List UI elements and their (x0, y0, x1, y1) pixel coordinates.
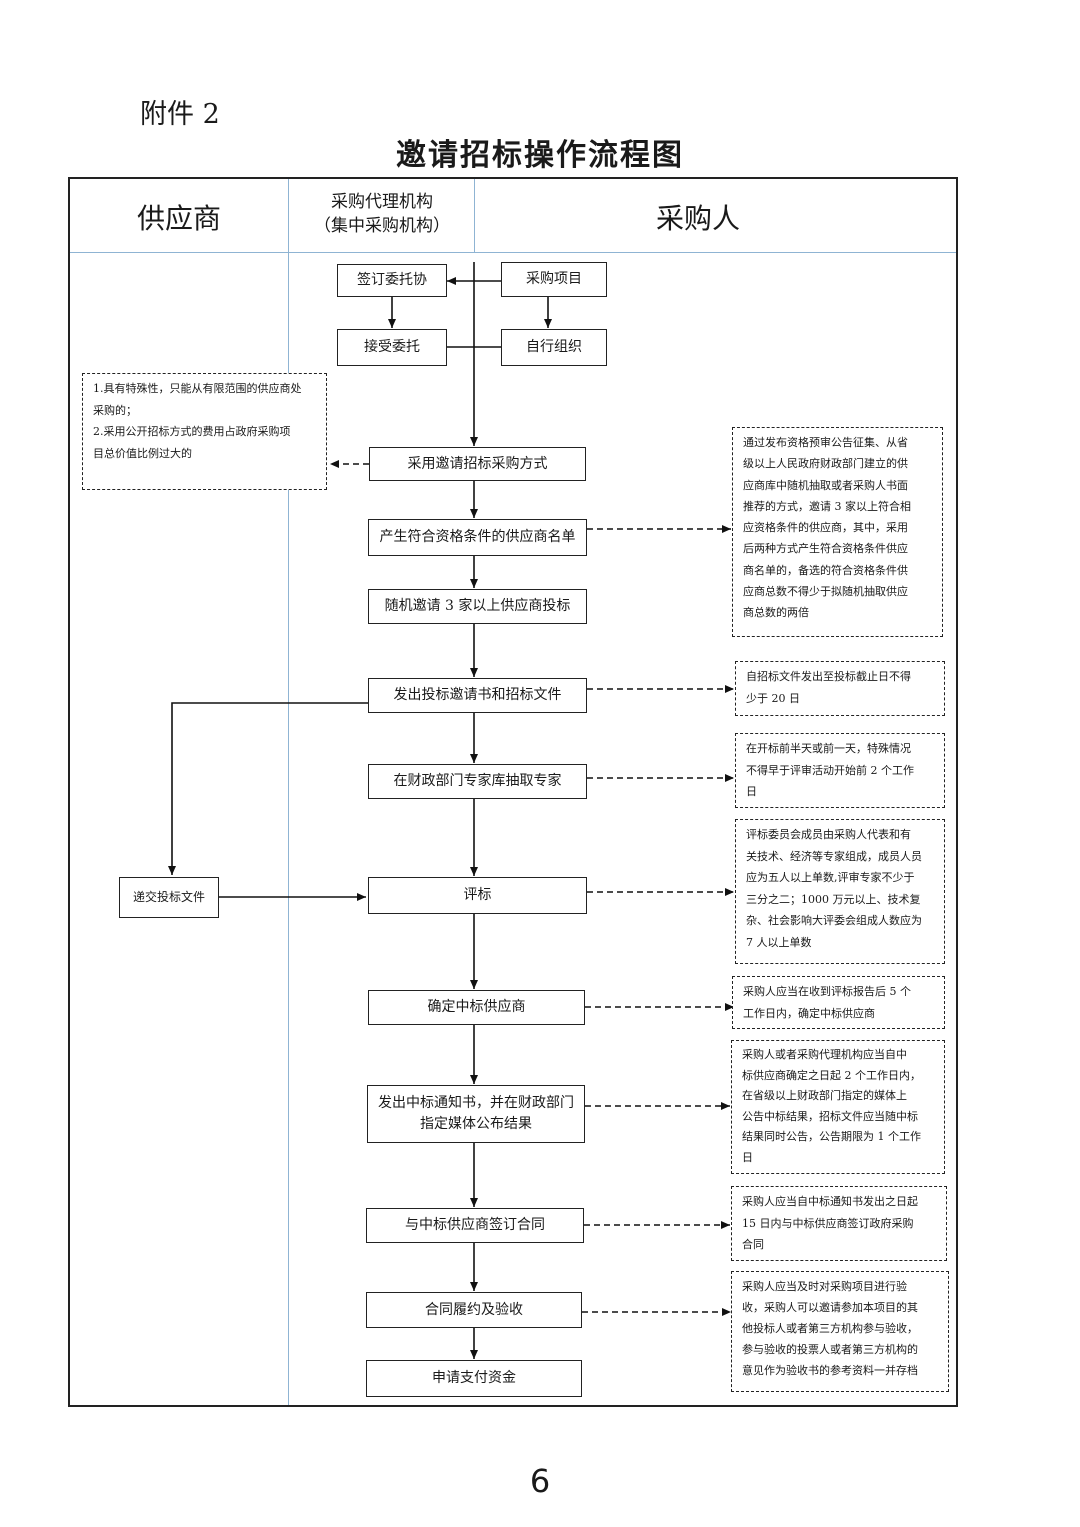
note-line: 公告中标结果，招标文件应当随中标 (742, 1109, 918, 1123)
note-line: 少于 20 日 (746, 691, 800, 705)
note-line: 级以上人民政府财政部门建立的供 (743, 457, 908, 471)
step-purchase-project: 采购项目 (501, 262, 607, 297)
step-sign-contract: 与中标供应商签订合同 (366, 1208, 584, 1243)
attachment-label: 附件 2 (140, 99, 220, 130)
lane-header-supplier: 供应商 (136, 202, 221, 235)
note-line: 自招标文件发出至投标截止日不得 (746, 670, 911, 683)
note-line: 关技术、经济等专家组成，成员人员 (746, 849, 922, 863)
lane-header-agency-line2: （集中采购机构） (314, 216, 450, 236)
lane-header-agency: 采购代理机构 （集中采购机构） (290, 190, 474, 238)
step-draw-experts: 在财政部门专家库抽取专家 (368, 764, 587, 799)
note-line: 三分之二；1000 万元以上、技术复 (746, 892, 921, 906)
lane-header-agency-line1: 采购代理机构 (331, 192, 433, 212)
note-deadline: 自招标文件发出至投标截止日不得 少于 20 日 (735, 661, 945, 716)
note-line: 日 (742, 1150, 753, 1164)
step-issue-invitation: 发出投标邀请书和招标文件 (368, 678, 587, 713)
step-notice-line2: 指定媒体公布结果 (420, 1116, 532, 1132)
step-apply-payment: 申请支付资金 (366, 1360, 582, 1397)
lane-header-divider (70, 252, 956, 253)
note-announcement: 采购人或者采购代理机构应当自中 标供应商确定之日起 2 个工作日内， 在省级以上… (731, 1040, 945, 1174)
note-line: 杂、社会影响大评委会组成人数应为 (746, 914, 922, 927)
lane-divider-right (474, 179, 475, 253)
note-line: 他投标人或者第三方机构参与验收， (742, 1322, 918, 1335)
arrow-issue-to-submit (168, 702, 368, 875)
note-line: 收，采购人可以邀请参加本项目的其 (742, 1301, 918, 1314)
lane-divider-left (288, 179, 289, 1405)
note-line: 采购的； (93, 403, 137, 417)
page-title: 邀请招标操作流程图 (396, 138, 684, 173)
note-line: 后两种方式产生符合资格条件供应 (743, 542, 908, 556)
note-line: 通过发布资格预审公告征集、从省 (743, 436, 908, 449)
note-line: 意见作为验收书的参考资料一并存档 (742, 1364, 918, 1377)
note-winner-timing: 采购人应当在收到评标报告后 5 个 工作日内，确定中标供应商 (732, 976, 945, 1029)
note-line: 7 人以上单数 (746, 935, 812, 949)
note-line: 应商库中随机抽取或者采购人书面 (743, 478, 908, 492)
step-supplier-list: 产生符合资格条件的供应商名单 (368, 519, 587, 556)
note-line: 评标委员会成员由采购人代表和有 (746, 828, 911, 841)
note-line: 应为五人以上单数,评审专家不少于 (746, 871, 915, 884)
note-line: 商名单的，备选的符合资格条件供 (743, 563, 908, 577)
note-line: 合同 (742, 1238, 764, 1251)
note-acceptance: 采购人应当及时对采购项目进行验 收，采购人可以邀请参加本项目的其 他投标人或者第… (731, 1271, 949, 1392)
page-number: 6 (529, 1462, 551, 1500)
note-line: 应资格条件的供应商，其中，采用 (743, 521, 908, 535)
note-line: 不得早于评审活动开始前 2 个工作 (746, 763, 914, 777)
step-perform-accept: 合同履约及验收 (366, 1292, 582, 1328)
note-line: 应商总数不得少于拟随机抽取供应 (743, 585, 908, 599)
note-line: 在省级以上财政部门指定的媒体上 (742, 1089, 907, 1102)
step-accept-entrust: 接受委托 (337, 329, 447, 366)
swimlane-frame (68, 177, 958, 1407)
note-line: 1.具有特殊性，只能从有限范围的供应商处 (93, 382, 302, 395)
step-notice-line1: 发出中标通知书，并在财政部门 (378, 1095, 574, 1111)
note-line: 采购人或者采购代理机构应当自中 (742, 1048, 907, 1061)
note-line: 日 (746, 785, 757, 798)
note-line: 2.采用公开招标方式的费用占政府采购项 (93, 425, 291, 438)
note-expert-timing: 在开标前半天或前一天，特殊情况 不得早于评审活动开始前 2 个工作 日 (735, 733, 945, 808)
note-conditions: 1.具有特殊性，只能从有限范围的供应商处 采购的； 2.采用公开招标方式的费用占… (82, 373, 327, 490)
note-line: 采购人应当自中标通知书发出之日起 (742, 1195, 918, 1208)
note-line: 采购人应当及时对采购项目进行验 (742, 1280, 907, 1293)
step-adopt-method: 采用邀请招标采购方式 (369, 447, 586, 481)
step-submit-bid: 递交投标文件 (119, 877, 219, 918)
lane-header-purchaser: 采购人 (655, 202, 740, 235)
step-self-organize: 自行组织 (501, 329, 607, 366)
note-line: 15 日内与中标供应商签订政府采购 (742, 1216, 914, 1230)
note-line: 标供应商确定之日起 2 个工作日内， (742, 1068, 921, 1082)
note-line: 推荐的方式，邀请 3 家以上符合相 (743, 499, 911, 513)
note-line: 结果同时公告，公告期限为 1 个工作 (742, 1130, 921, 1143)
note-line: 采购人应当在收到评标报告后 5 个 (743, 985, 911, 998)
note-line: 参与验收的投票人或者第三方机构的 (742, 1343, 918, 1356)
step-notice: 发出中标通知书，并在财政部门 指定媒体公布结果 (367, 1085, 585, 1143)
note-line: 目总价值比例过大的 (93, 446, 192, 460)
note-contract-timing: 采购人应当自中标通知书发出之日起 15 日内与中标供应商签订政府采购 合同 (731, 1186, 947, 1261)
note-qualification: 通过发布资格预审公告征集、从省 级以上人民政府财政部门建立的供 应商库中随机抽取… (732, 427, 943, 637)
step-sign-entrust: 签订委托协 (337, 264, 447, 297)
note-line: 商总数的两倍 (743, 606, 809, 620)
step-evaluate: 评标 (368, 877, 587, 914)
step-invite-random: 随机邀请 3 家以上供应商投标 (368, 589, 587, 624)
step-determine-winner: 确定中标供应商 (368, 990, 585, 1025)
note-committee: 评标委员会成员由采购人代表和有 关技术、经济等专家组成，成员人员 应为五人以上单… (735, 819, 945, 964)
note-line: 工作日内，确定中标供应商 (743, 1006, 875, 1020)
note-line: 在开标前半天或前一天，特殊情况 (746, 742, 911, 755)
